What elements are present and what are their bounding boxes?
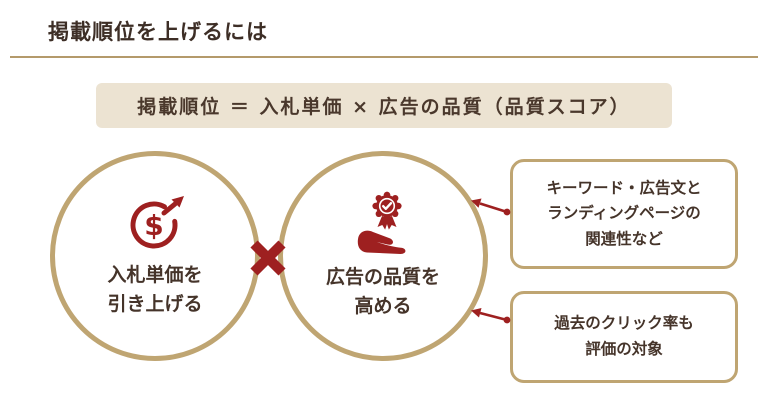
callout-ctr-line1: 過去のクリック率も <box>554 314 694 333</box>
callout-relevance: キーワード・広告文と ランディングページの 関連性など <box>510 159 738 269</box>
callout-relevance-line2: ランディングページの <box>547 204 701 223</box>
quality-circle-label-line2: 高める <box>354 295 412 317</box>
callout-ctr-line2: 評価の対象 <box>585 340 663 358</box>
quality-circle-label-line1: 広告の品質を <box>325 265 440 288</box>
svg-text:$: $ <box>144 209 163 242</box>
callout-relevance-line1: キーワード・広告文と <box>546 178 702 197</box>
callout-relevance-line3: 関連性など <box>585 229 663 248</box>
multiply-icon <box>246 236 290 280</box>
ad-quality-circle: 広告の品質を 高める <box>278 151 488 361</box>
bid-circle-label-line2: 引き上げる <box>107 293 203 315</box>
connector-arrow-top-icon <box>468 194 512 220</box>
page-title: 掲載順位を上げるには <box>48 20 268 44</box>
bid-price-circle: $ 入札単価を 引き上げる <box>50 151 260 361</box>
connector-arrow-bottom-icon <box>468 303 512 329</box>
formula-banner: 掲載順位 ＝ 入札単価 × 広告の品質（品質スコア） <box>96 83 672 128</box>
callout-ctr: 過去のクリック率も 評価の対象 <box>510 291 738 383</box>
title-divider <box>10 56 758 58</box>
dollar-growth-icon: $ <box>120 193 190 253</box>
bid-circle-label-line1: 入札単価を <box>107 263 203 286</box>
quality-badge-hand-icon <box>351 191 415 255</box>
